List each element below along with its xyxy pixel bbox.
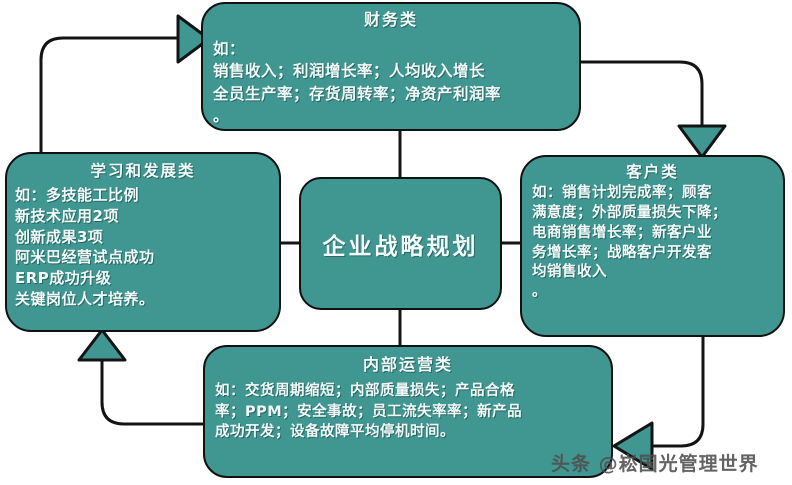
connector-financial-to-customer [579,60,704,130]
node-learning-and-development[interactable]: 学习和发展类 如：多技能工比例 新技术应用2项 创新成果3项 阿米巴经营试点成功… [5,152,281,332]
node-customer-title: 客户类 [626,163,679,181]
arrowhead-financial-to-customer [677,124,727,159]
node-operations-title: 内部运营类 [362,355,453,374]
connector-learning-to-financial [39,36,184,154]
arrowhead-operations-to-learning [77,328,127,362]
node-internal-operations[interactable]: 内部运营类 如：交货周期缩短；内部质量损失；产品合格 率；PPM；安全事故；员工… [203,345,613,478]
node-learning-title: 学习和发展类 [90,162,196,180]
node-center-strategy[interactable]: 企业战略规划 [299,177,502,310]
node-learning-body: 如：多技能工比例 新技术应用2项 创新成果3项 阿米巴经营试点成功 ERP成功升… [15,186,155,308]
node-customer-body: 如：销售计划完成率；顾客 满意度；外部质量损失下降； 电商销售增长率；新客户业 … [532,185,727,300]
node-center-label: 企业战略规划 [322,233,479,260]
watermark-text: 头条 @崧国光管理世界 [551,453,759,475]
node-financial-title: 财务类 [363,10,418,29]
connector-operations-to-learning [100,358,205,426]
node-customer[interactable]: 客户类 如：销售计划完成率；顾客 满意度；外部质量损失下降； 电商销售增长率；新… [520,155,785,337]
node-operations-body: 如：交货周期缩短；内部质量损失；产品合格 率；PPM；安全事故；员工流失率率；新… [215,383,523,441]
node-financial[interactable]: 财务类 如： 销售收入；利润增长率；人均收入增长 全员生产率；存货周转率；净资产… [201,2,581,131]
connector-customer-to-operations [648,335,705,448]
node-financial-body: 如： 销售收入；利润增长率；人均收入增长 全员生产率；存货周转率；净资产利润率 … [213,40,502,126]
